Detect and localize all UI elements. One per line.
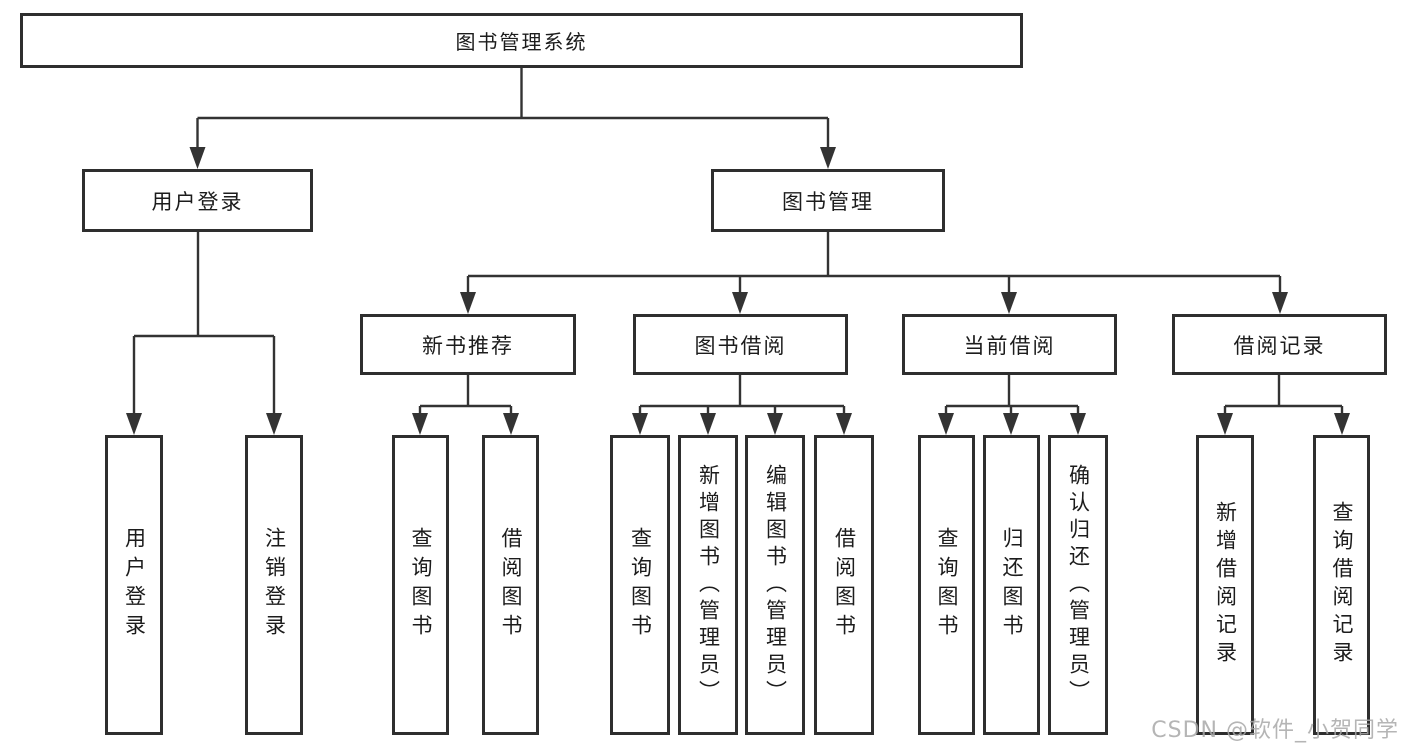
leaf-edit-books-admin: 编辑图书（管理员） bbox=[745, 435, 805, 735]
connector-current-borrow bbox=[944, 375, 1080, 415]
node-current-borrowing: 当前借阅 bbox=[902, 314, 1117, 375]
node-user-login: 用户登录 bbox=[82, 169, 313, 232]
node-book-management: 图书管理 bbox=[711, 169, 945, 232]
csdn-watermark: CSDN @软件_小贺同学 bbox=[1151, 718, 1399, 743]
connector-root bbox=[196, 68, 830, 149]
leaf-logout: 注销登录 bbox=[245, 435, 303, 735]
leaf-query-books-current: 查询图书 bbox=[918, 435, 975, 735]
node-book-borrowing: 图书借阅 bbox=[633, 314, 848, 375]
leaf-borrow-books: 借阅图书 bbox=[814, 435, 874, 735]
leaf-query-books-rec: 查询图书 bbox=[392, 435, 449, 735]
leaf-borrow-books-rec: 借阅图书 bbox=[482, 435, 539, 735]
leaf-query-borrow-record: 查询借阅记录 bbox=[1313, 435, 1370, 735]
leaf-confirm-return-admin: 确认归还（管理员） bbox=[1048, 435, 1108, 735]
connector-user-login bbox=[132, 232, 276, 415]
leaf-add-books-admin: 新增图书（管理员） bbox=[678, 435, 738, 735]
leaf-add-borrow-record: 新增借阅记录 bbox=[1196, 435, 1254, 735]
node-borrowing-records: 借阅记录 bbox=[1172, 314, 1387, 375]
connector-borrow-record bbox=[1223, 375, 1344, 415]
leaf-return-books: 归还图书 bbox=[983, 435, 1040, 735]
leaf-user-login: 用户登录 bbox=[105, 435, 163, 735]
leaf-query-books-borrow: 查询图书 bbox=[610, 435, 670, 735]
node-library-system: 图书管理系统 bbox=[20, 13, 1023, 68]
node-new-book-recommend: 新书推荐 bbox=[360, 314, 576, 375]
arrowheads bbox=[126, 147, 1350, 435]
connector-book-borrow bbox=[638, 375, 846, 415]
connector-new-book-rec bbox=[418, 375, 513, 415]
connector-book-mgmt bbox=[466, 232, 1282, 294]
